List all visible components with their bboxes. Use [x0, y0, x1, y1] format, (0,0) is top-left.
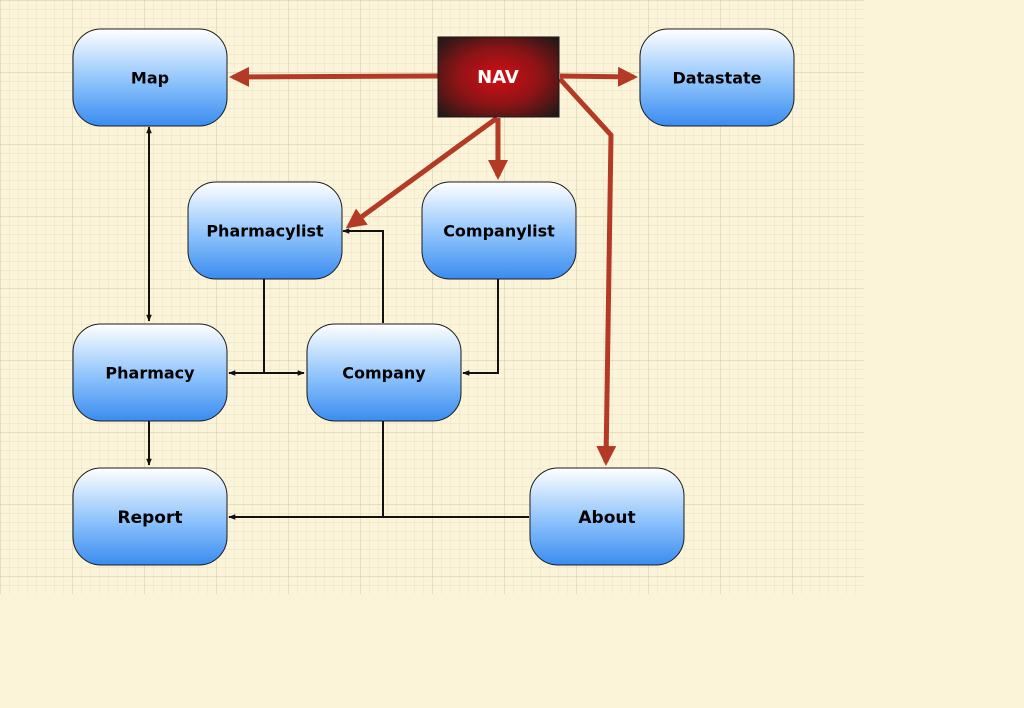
nav-arrow-about: [558, 77, 617, 466]
node-report-label: Report: [118, 508, 183, 528]
node-companylist-label: Companylist: [443, 222, 555, 241]
connectors: [146, 126, 529, 520]
node-pharmacylist-label: Pharmacylist: [206, 222, 324, 241]
node-map[interactable]: Map: [72, 28, 228, 127]
nav-arrow-pharmacylist: [345, 115, 499, 229]
nav-arrows: [229, 66, 638, 466]
node-pharmacy[interactable]: Pharmacy: [72, 323, 228, 422]
node-map-label: Map: [131, 69, 169, 88]
connector-companylist-company: [462, 279, 499, 376]
node-about[interactable]: About: [529, 467, 685, 566]
nav-arrow-datastate: [559, 66, 638, 87]
node-datastate-label: Datastate: [673, 69, 762, 88]
node-nav[interactable]: NAV: [437, 36, 560, 118]
node-companylist[interactable]: Companylist: [421, 181, 577, 280]
node-company[interactable]: Company: [306, 323, 462, 422]
node-pharmacy-label: Pharmacy: [105, 364, 195, 383]
connector-company-pharmacylist: [342, 228, 384, 323]
node-report[interactable]: Report: [72, 467, 228, 566]
node-pharmacylist[interactable]: Pharmacylist: [187, 181, 343, 280]
node-about-label: About: [578, 508, 635, 528]
nav-arrow-map: [229, 66, 439, 87]
node-company-label: Company: [342, 364, 426, 383]
node-nav-label: NAV: [477, 67, 519, 88]
node-datastate[interactable]: Datastate: [639, 28, 795, 127]
